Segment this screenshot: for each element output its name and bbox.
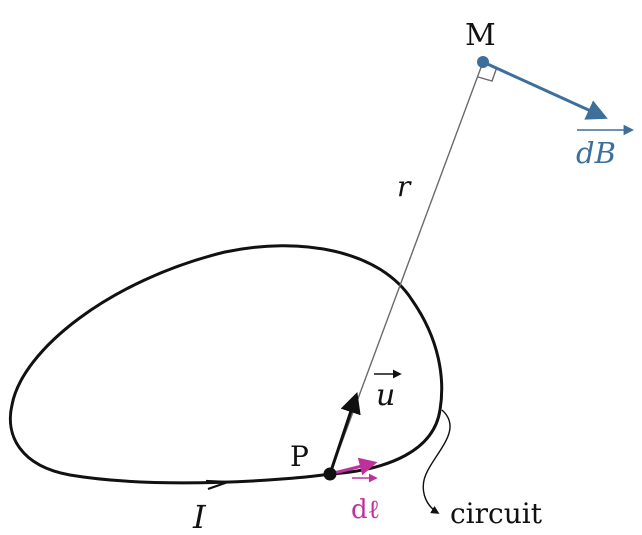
- point-m-dot: [477, 56, 489, 68]
- label-db: dB: [576, 136, 616, 170]
- label-circuit: circuit: [450, 497, 543, 530]
- current-direction-arrow: [205, 479, 230, 491]
- label-r: r: [397, 170, 412, 203]
- label-current: I: [192, 498, 207, 535]
- label-u: u: [376, 378, 395, 413]
- label-p: P: [290, 440, 309, 473]
- circuit-callout-line: [422, 409, 451, 514]
- db-vector: [482, 60, 608, 120]
- dl-vector: [329, 457, 378, 476]
- label-dl: dℓ: [351, 495, 380, 525]
- right-angle-marker: [477, 66, 498, 82]
- u-vector: [328, 392, 361, 475]
- distance-line: [329, 61, 484, 475]
- point-p-dot: [323, 467, 337, 481]
- label-m: M: [465, 18, 496, 53]
- circuit-loop: [8, 244, 444, 485]
